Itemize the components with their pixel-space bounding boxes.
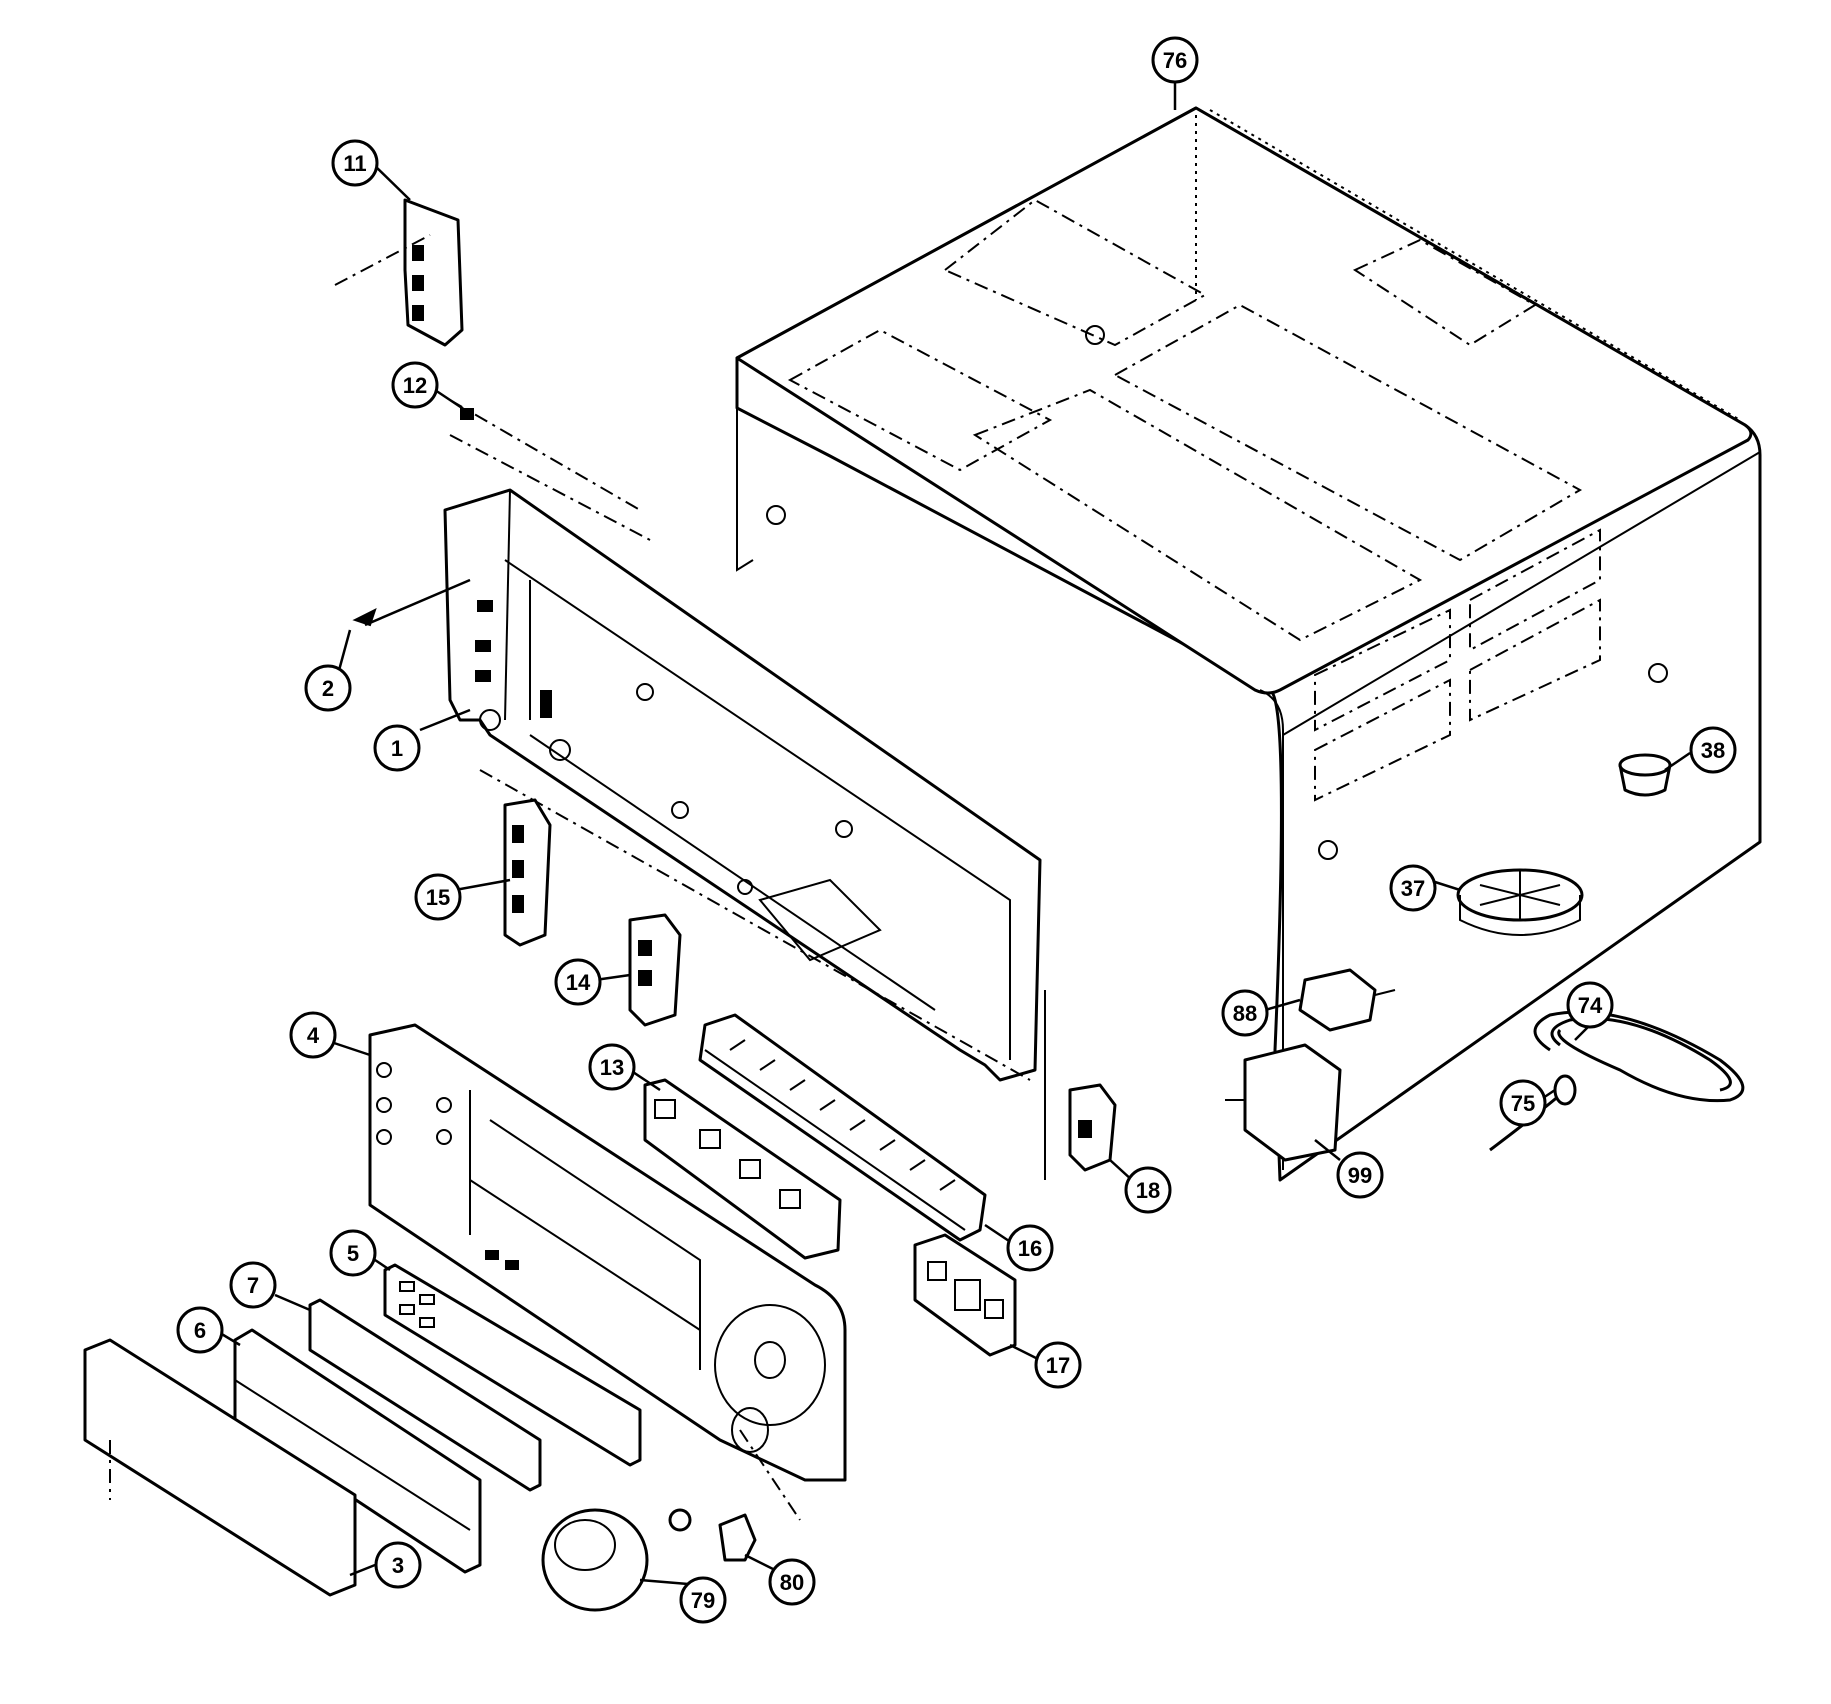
callout-17: 17 (1034, 1341, 1082, 1389)
callout-15: 15 (414, 873, 462, 921)
callout-3: 3 (374, 1541, 422, 1589)
callout-15-label: 15 (426, 885, 450, 910)
part-17-connector (913, 1233, 1017, 1357)
part-7-lens (308, 1298, 542, 1492)
callout-74: 74 (1566, 981, 1614, 1029)
callout-3-label: 3 (392, 1553, 404, 1578)
callout-38-label: 38 (1701, 738, 1725, 763)
callout-11-label: 11 (343, 151, 366, 176)
callout-99: 99 (1336, 1151, 1384, 1199)
part-1-front-chassis (443, 488, 1042, 1082)
callout-79: 79 (679, 1576, 727, 1624)
part-14-button-holder (628, 913, 682, 1027)
callout-12-label: 12 (403, 373, 427, 398)
callout-7-label: 7 (247, 1273, 259, 1298)
callout-13-label: 13 (600, 1055, 624, 1080)
part-11-bracket (334, 198, 464, 347)
callout-16-label: 16 (1018, 1236, 1042, 1261)
callout-38: 38 (1689, 726, 1737, 774)
callout-79-label: 79 (691, 1588, 715, 1613)
part-18-switch (1044, 990, 1117, 1180)
callout-37: 37 (1389, 864, 1437, 912)
callout-80: 80 (768, 1558, 816, 1606)
callout-99-label: 99 (1348, 1163, 1372, 1188)
callout-4-label: 4 (307, 1023, 320, 1048)
part-12-screw (449, 399, 651, 541)
part-80-small-knob (718, 1429, 801, 1562)
callout-2: 2 (304, 664, 352, 712)
callout-76-label: 76 (1163, 48, 1187, 73)
callout-1: 1 (373, 724, 421, 772)
callout-76: 76 (1151, 36, 1199, 84)
part-99-transformer (1225, 1043, 1342, 1162)
callout-6-label: 6 (194, 1318, 206, 1343)
part-4-front-panel (368, 1023, 847, 1482)
callout-16: 16 (1006, 1224, 1054, 1272)
callout-37-label: 37 (1401, 876, 1425, 901)
callout-18-label: 18 (1136, 1178, 1160, 1203)
callout-13: 13 (588, 1043, 636, 1091)
callout-14: 14 (554, 958, 602, 1006)
part-2-clip (352, 578, 471, 627)
callout-6: 6 (176, 1306, 224, 1354)
callout-4: 4 (289, 1011, 337, 1059)
part-16-button-strip (698, 1013, 987, 1242)
part-13-button-block (643, 1078, 842, 1260)
callout-75: 75 (1499, 1079, 1547, 1127)
callout-17-label: 17 (1046, 1353, 1070, 1378)
part-88-component (1298, 968, 1396, 1032)
part-74-power-cord (1489, 1010, 1745, 1152)
part-15-button-holder (503, 798, 552, 947)
callout-18: 18 (1124, 1166, 1172, 1214)
callout-7: 7 (229, 1261, 277, 1309)
callout-14-label: 14 (566, 970, 591, 995)
callout-5-label: 5 (347, 1241, 359, 1266)
part-5-display-window (383, 1263, 642, 1467)
callout-80-label: 80 (780, 1570, 804, 1595)
callout-5: 5 (329, 1229, 377, 1277)
callout-2-label: 2 (322, 676, 334, 701)
callout-88-label: 88 (1233, 1001, 1257, 1026)
part-37-wheel-foot (1456, 868, 1584, 936)
part-38-foot (1618, 753, 1672, 797)
callout-74-label: 74 (1578, 993, 1603, 1018)
part-3-front-door (83, 1338, 357, 1597)
callout-88: 88 (1221, 989, 1269, 1037)
callout-1-label: 1 (391, 736, 403, 761)
callout-11: 11 (331, 139, 379, 187)
part-79-knob (541, 1508, 692, 1612)
callout-12: 12 (391, 361, 439, 409)
callout-75-label: 75 (1511, 1091, 1535, 1116)
